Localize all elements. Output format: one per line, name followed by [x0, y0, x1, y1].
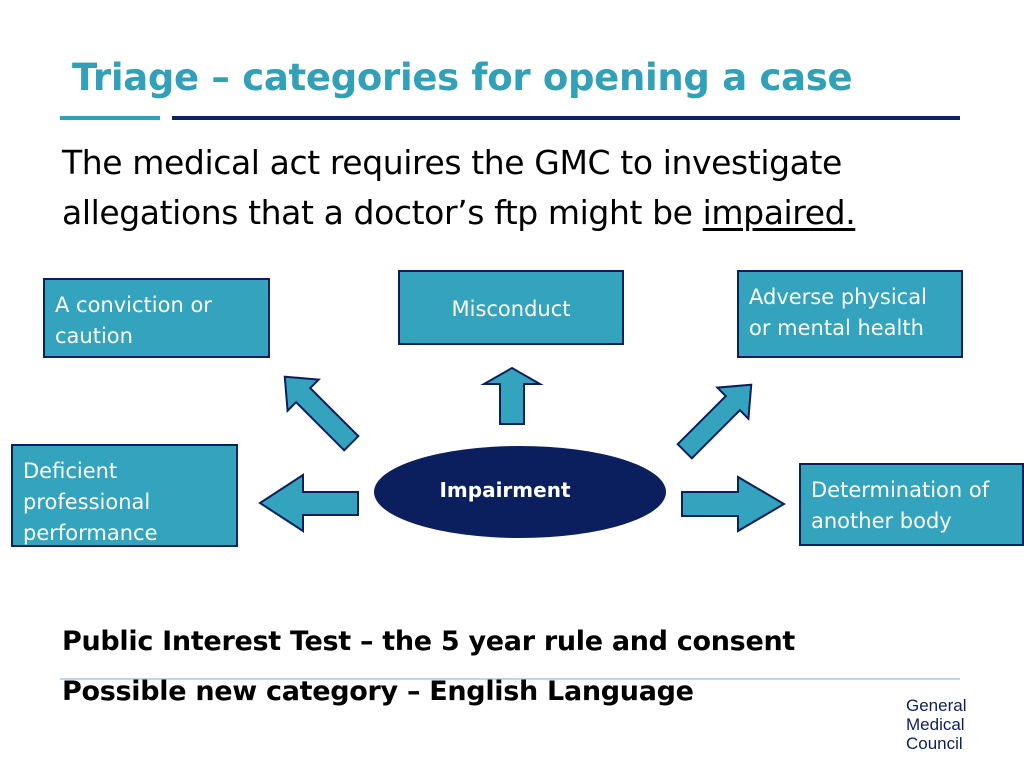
intro-emphasis: impaired.: [702, 193, 856, 232]
category-conviction: A conviction or caution: [43, 278, 270, 358]
arrow-left: [258, 473, 359, 533]
logo-line-1: General: [906, 696, 967, 715]
arrow-up-left: [283, 375, 360, 452]
note-new-category: Possible new category – English Language: [62, 676, 694, 707]
category-misconduct: Misconduct: [398, 270, 624, 345]
logo-line-2: Medical: [906, 715, 965, 734]
bottom-rule: [60, 678, 960, 680]
gmc-logo: General Medical Council: [906, 696, 966, 753]
category-determination: Determination of another body: [799, 463, 1024, 546]
category-health: Adverse physical or mental health: [737, 270, 963, 358]
impairment-ellipse: [374, 446, 666, 538]
title-rule-accent: [60, 116, 160, 120]
title-rule: [172, 116, 960, 120]
logo-line-3: Council: [906, 734, 963, 753]
note-public-interest: Public Interest Test – the 5 year rule a…: [62, 626, 795, 657]
intro-sentence: The medical act requires the GMC to inve…: [62, 143, 842, 232]
category-performance: Deficient professional performance: [11, 444, 238, 547]
arrow-up: [480, 366, 544, 425]
arrow-up-right: [676, 383, 753, 460]
impairment-label: Impairment: [439, 478, 571, 502]
slide-title: Triage – categories for opening a case: [72, 56, 853, 99]
arrow-right: [681, 475, 786, 533]
intro-text: The medical act requires the GMC to inve…: [62, 138, 962, 238]
